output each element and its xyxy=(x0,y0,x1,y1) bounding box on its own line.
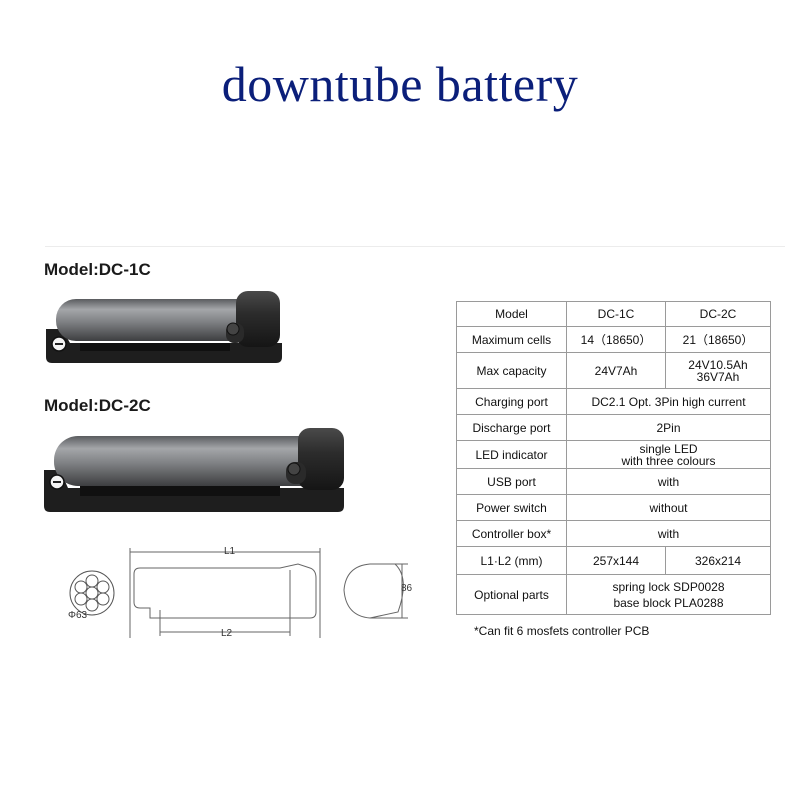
model-label-dc1c: Model:DC-1C xyxy=(44,260,151,279)
dimension-l1: L1 xyxy=(224,546,236,557)
technical-drawing xyxy=(69,548,408,638)
table-header-row: Model DC-1C DC-2C xyxy=(456,301,771,327)
row-label: Maximum cells xyxy=(456,326,567,353)
table-row: Optional parts spring lock SDP0028 base … xyxy=(456,574,771,615)
table-row: USB port with xyxy=(456,468,771,495)
row-value-shared: 2Pin xyxy=(566,414,771,441)
led-line-2: with three colours xyxy=(621,453,716,468)
row-label: Charging port xyxy=(456,388,567,415)
row-value-shared: with xyxy=(566,520,771,547)
led-line-1: single LED xyxy=(639,441,698,456)
table-row: Charging port DC2.1 Opt. 3Pin high curre… xyxy=(456,388,771,415)
row-value-shared: with xyxy=(566,468,771,495)
row-value-dc1c: 24V7Ah xyxy=(566,352,666,389)
row-label: LED indicator xyxy=(456,440,567,469)
capacity-line-1: 24V10.5Ah xyxy=(688,357,748,372)
row-value-dc2c: 24V10.5Ah 36V7Ah xyxy=(665,352,771,389)
row-label: Discharge port xyxy=(456,414,567,441)
dimension-l2: L2 xyxy=(221,628,233,639)
page-title: downtube battery xyxy=(221,56,579,112)
row-label: Controller box* xyxy=(456,520,567,547)
row-label: L1·L2 (mm) xyxy=(456,546,567,575)
row-value-dc1c: 257x144 xyxy=(566,546,666,575)
table-row: L1·L2 (mm) 257x144 326x214 xyxy=(456,546,771,575)
row-label: Max capacity xyxy=(456,352,567,389)
row-value-shared: single LED with three colours xyxy=(566,440,771,469)
header-model: Model xyxy=(456,301,567,327)
row-value-dc1c: 14（18650） xyxy=(566,326,666,353)
row-label: Power switch xyxy=(456,494,567,521)
dimension-diameter: Φ63 xyxy=(68,610,88,621)
table-row: LED indicator single LED with three colo… xyxy=(456,440,771,469)
table-row: Power switch without xyxy=(456,494,771,521)
model-label-dc2c: Model:DC-2C xyxy=(44,396,151,415)
dimension-height: 86 xyxy=(401,583,413,594)
header-dc2c: DC-2C xyxy=(665,301,771,327)
table-footnote: *Can fit 6 mosfets controller PCB xyxy=(474,624,650,638)
divider xyxy=(45,246,785,247)
battery-image-dc2c xyxy=(44,428,344,512)
battery-image-dc1c xyxy=(46,291,282,363)
table-row: Controller box* with xyxy=(456,520,771,547)
row-value-shared: without xyxy=(566,494,771,521)
row-value-dc2c: 21（18650） xyxy=(665,326,771,353)
capacity-line-2: 36V7Ah xyxy=(696,369,740,384)
spec-table: Model DC-1C DC-2C Maximum cells 14（18650… xyxy=(456,301,771,615)
table-row: Discharge port 2Pin xyxy=(456,414,771,441)
row-label: USB port xyxy=(456,468,567,495)
row-value-dc2c: 326x214 xyxy=(665,546,771,575)
table-row: Max capacity 24V7Ah 24V10.5Ah 36V7Ah xyxy=(456,352,771,389)
header-dc1c: DC-1C xyxy=(566,301,666,327)
table-row: Maximum cells 14（18650） 21（18650） xyxy=(456,326,771,353)
row-label: Optional parts xyxy=(456,574,567,615)
row-value-shared: spring lock SDP0028 base block PLA0288 xyxy=(566,574,771,615)
row-value-shared: DC2.1 Opt. 3Pin high current xyxy=(566,388,771,415)
optional-line-1: spring lock SDP0028 xyxy=(612,579,725,594)
optional-line-2: base block PLA0288 xyxy=(613,595,724,610)
